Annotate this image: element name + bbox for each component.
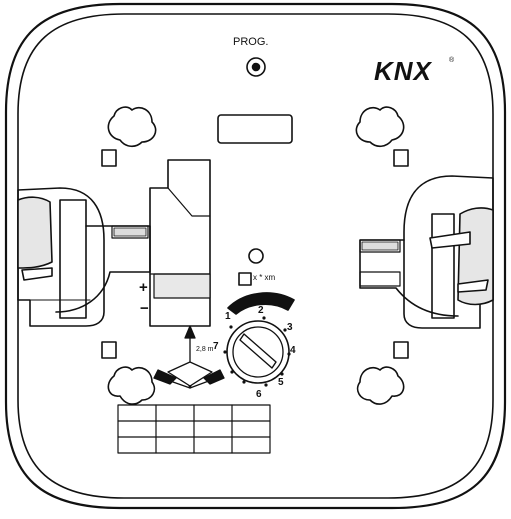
- factor-label: x * xm: [253, 273, 276, 282]
- distance-label: 2,8 m: [196, 346, 214, 353]
- dial-number-4: 4: [290, 345, 296, 356]
- prog-label: PROG.: [233, 36, 269, 48]
- housing-outer-outline: [4, 2, 507, 510]
- bracket-top-left: [101, 149, 117, 167]
- dial-number-1: 1: [225, 311, 231, 322]
- screw-hole-bottom-left: [107, 366, 156, 405]
- distance-arrows: [153, 325, 225, 389]
- clamp-left: [17, 187, 151, 327]
- prog-led: [251, 62, 261, 72]
- dial-arc-indicator: [227, 292, 295, 315]
- dial-number-7: 7: [213, 341, 219, 352]
- bracket-top-right: [393, 149, 409, 167]
- label-table: [117, 404, 271, 454]
- registered-mark: ®: [449, 57, 455, 64]
- minus-label: −: [140, 300, 149, 317]
- screw-hole-top-left: [107, 106, 157, 148]
- time-dial[interactable]: [226, 320, 290, 384]
- indicator-circle: [248, 248, 264, 264]
- knx-logo: KNX: [374, 56, 432, 86]
- screw-hole-bottom-right: [356, 366, 405, 405]
- screw-hole-top-right: [355, 106, 405, 148]
- bracket-bottom-right: [393, 341, 409, 359]
- top-window: [217, 114, 293, 144]
- prog-button[interactable]: [246, 57, 266, 77]
- factor-checkbox[interactable]: [238, 272, 252, 286]
- dial-number-3: 3: [287, 322, 293, 333]
- clamp-right: [359, 175, 494, 329]
- sensitivity-slider[interactable]: [149, 159, 211, 327]
- housing-inner-outline: [17, 13, 494, 499]
- dial-number-6: 6: [256, 389, 262, 400]
- dial-number-2: 2: [258, 305, 264, 316]
- plus-label: +: [139, 279, 148, 296]
- bracket-bottom-left: [101, 341, 117, 359]
- dial-ticks: [223, 316, 291, 387]
- dial-number-5: 5: [278, 377, 284, 388]
